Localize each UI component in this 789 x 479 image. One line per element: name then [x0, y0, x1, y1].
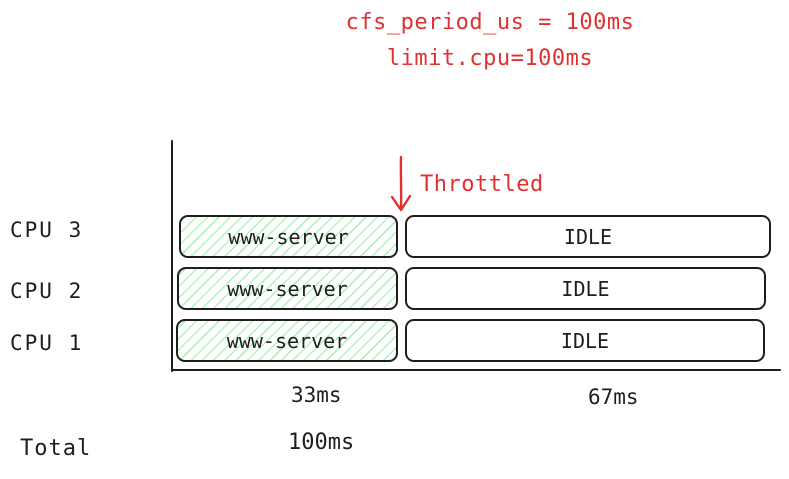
x-axis-line: [171, 369, 781, 371]
throttle-arrow-icon: [390, 155, 412, 212]
cpu-3-label: CPU 3: [10, 218, 84, 242]
cpu-2-busy-label: www-server: [227, 276, 348, 301]
period-annotation: cfs_period_us = 100ms: [345, 10, 635, 35]
cpu-1-label: CPU 1: [10, 331, 84, 355]
throttled-label: Throttled: [420, 172, 544, 197]
cpu-3-busy-label: www-server: [228, 224, 349, 249]
busy-duration-label: 33ms: [291, 383, 342, 407]
cpu-1-busy-block: www-server: [176, 319, 398, 362]
limit-annotation: limit.cpu=100ms: [386, 46, 594, 71]
cpu-2-busy-block: www-server: [177, 267, 398, 310]
cpu-3-idle-label: IDLE: [563, 224, 613, 249]
y-axis-line: [171, 140, 173, 372]
cpu-3-idle-block: IDLE: [405, 215, 771, 258]
total-label: Total: [20, 436, 92, 461]
cpu-1-busy-label: www-server: [226, 328, 348, 353]
cpu-2-label: CPU 2: [10, 279, 84, 303]
cpu-1-idle-block: IDLE: [405, 319, 765, 362]
cpu-2-idle-block: IDLE: [405, 267, 766, 310]
cpu-2-idle-label: IDLE: [561, 276, 610, 301]
cpu-3-busy-block: www-server: [179, 215, 398, 258]
total-value: 100ms: [288, 430, 355, 455]
idle-duration-label: 67ms: [588, 385, 639, 409]
cpu-1-idle-label: IDLE: [560, 328, 610, 353]
